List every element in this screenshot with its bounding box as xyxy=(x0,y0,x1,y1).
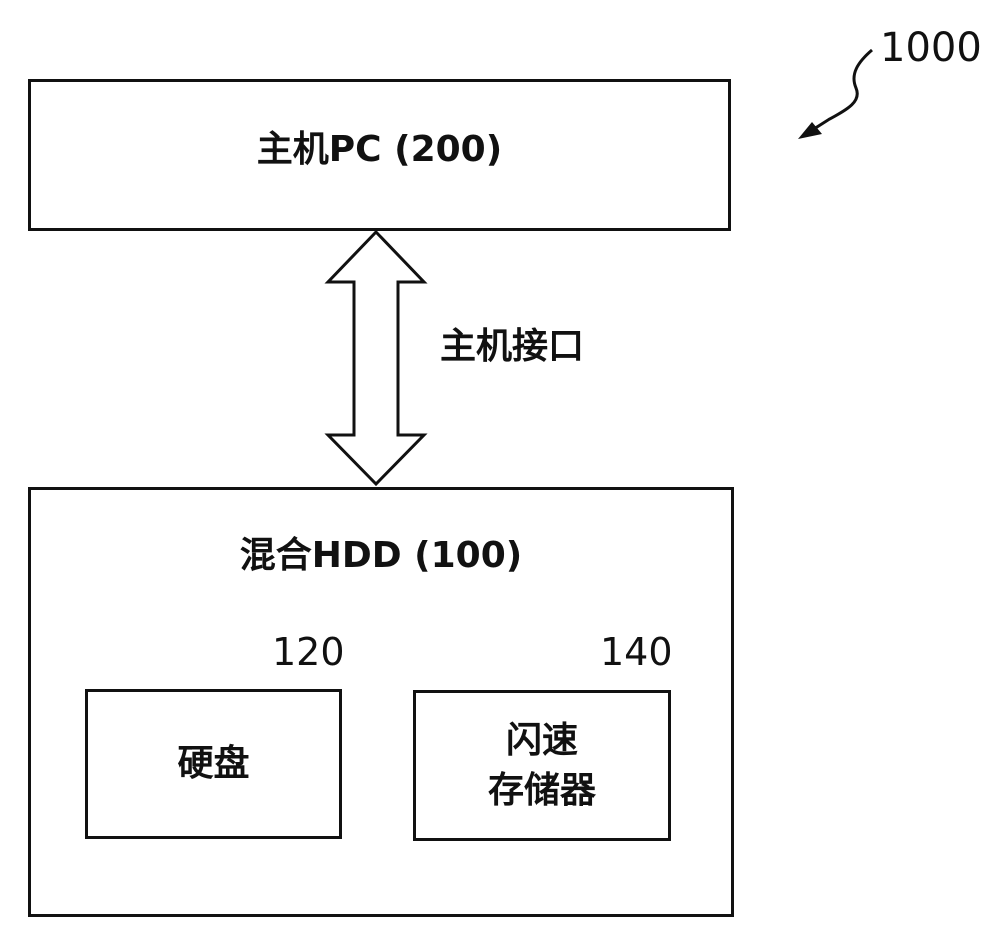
hard-disk-ref-label: 120 xyxy=(272,630,345,674)
host-pc-label: 主机PC (200) xyxy=(256,129,503,170)
host-pc-box: 主机PC (200) xyxy=(28,79,731,231)
flash-memory-box: 闪速 存储器 xyxy=(413,690,671,841)
flash-ref-label: 140 xyxy=(600,630,673,674)
flash-memory-label-line1: 闪速 xyxy=(505,720,578,761)
flash-memory-label-line2: 存储器 xyxy=(487,770,596,811)
system-ref-arrowhead xyxy=(798,122,822,139)
system-ref-label: 1000 xyxy=(880,25,982,71)
hard-disk-box: 硬盘 xyxy=(85,689,342,839)
host-interface-arrow xyxy=(324,229,428,487)
host-interface-label: 主机接口 xyxy=(440,326,585,367)
hybrid-hdd-label: 混合HDD (100) xyxy=(239,535,523,576)
hard-disk-label: 硬盘 xyxy=(177,743,250,784)
system-ref-leader xyxy=(805,48,873,136)
